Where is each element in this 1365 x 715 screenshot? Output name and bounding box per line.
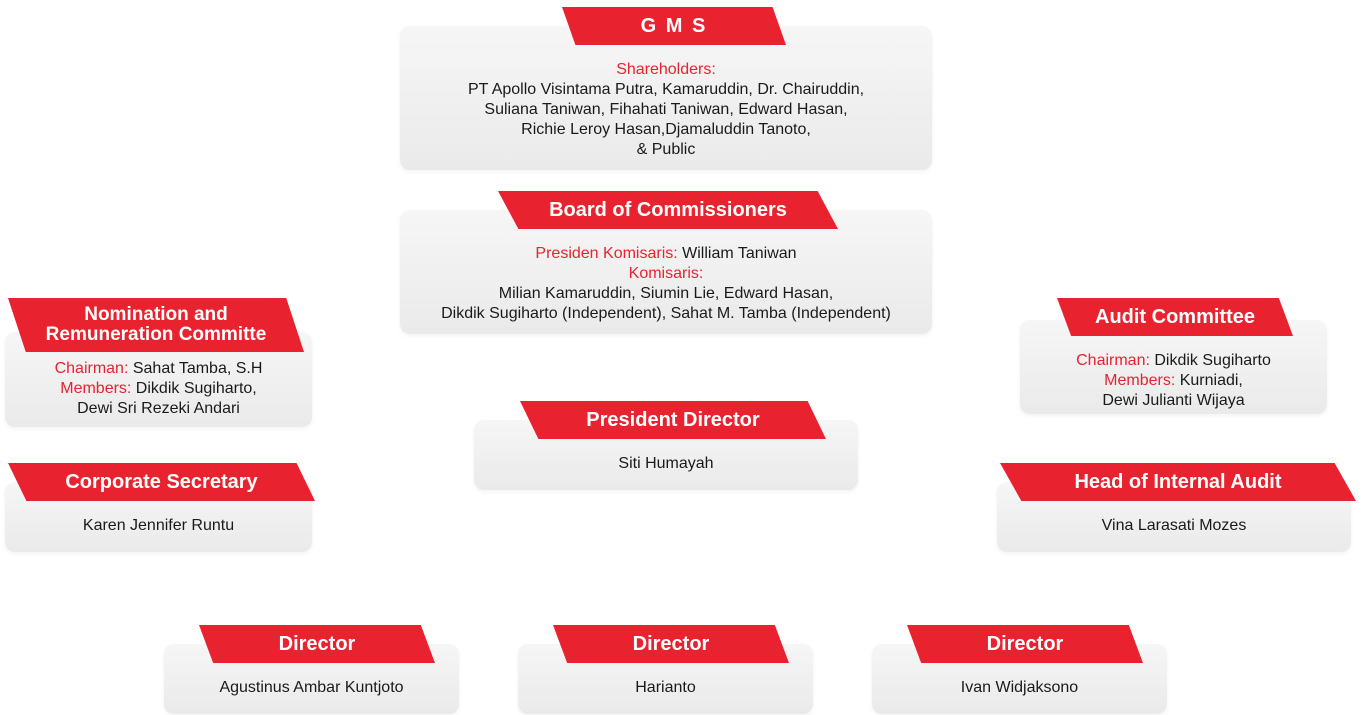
audit-members-line-2: Dewi Julianti Wijaya	[1102, 392, 1245, 409]
director-name-3: Ivan Widjaksono	[960, 679, 1079, 696]
director-banner-2: Director	[553, 625, 789, 663]
nomination-committee-banner: Nomination and Remuneration Committe	[8, 298, 304, 352]
commissioners-label: Komisaris:	[628, 265, 704, 282]
president-commissioner-label: Presiden Komisaris:	[535, 245, 678, 262]
shareholders-line-1: PT Apollo Visintama Putra, Kamaruddin, D…	[467, 81, 865, 98]
audit-chairman-name: Dikdik Sugiharto	[1149, 352, 1271, 369]
nomination-chairman-label: Chairman:	[54, 360, 129, 377]
gms-card: Shareholders: PT Apollo Visintama Putra,…	[400, 26, 932, 170]
director-name-2: Harianto	[635, 679, 696, 696]
audit-members-label: Members:	[1104, 372, 1176, 389]
nomination-title-line-1: Nomination and	[84, 304, 228, 325]
shareholders-label: Shareholders:	[616, 61, 716, 78]
board-of-commissioners-card: Presiden Komisaris: William Taniwan Komi…	[400, 210, 932, 334]
shareholders-line-3: Richie Leroy Hasan,Djamaluddin Tanoto,	[521, 121, 811, 138]
nomination-title-line-2: Remuneration Committe	[45, 324, 267, 345]
nomination-members-label: Members:	[60, 380, 132, 397]
audit-chairman-label: Chairman:	[1076, 352, 1150, 369]
director-banner-1: Director	[199, 625, 435, 663]
internal-audit-name: Vina Larasati Mozes	[1101, 517, 1247, 534]
corporate-secretary-name: Karen Jennifer Runtu	[82, 517, 235, 534]
president-director-name: Siti Humayah	[618, 455, 714, 472]
corporate-secretary-banner: Corporate Secretary	[8, 463, 315, 501]
director-name-1: Agustinus Ambar Kuntjoto	[219, 679, 404, 696]
commissioners-line-1: Milian Kamaruddin, Siumin Lie, Edward Ha…	[498, 285, 834, 302]
nomination-members-line-2: Dewi Sri Rezeki Andari	[77, 400, 240, 417]
shareholders-line-2: Suliana Taniwan, Fihahati Taniwan, Edwar…	[484, 101, 848, 118]
audit-members-line-1: Kurniadi,	[1175, 372, 1243, 389]
board-of-commissioners-banner: Board of Commissioners	[498, 191, 838, 229]
president-commissioner-name: William Taniwan	[677, 245, 797, 262]
audit-committee-banner: Audit Committee	[1057, 298, 1293, 336]
nomination-members-line-1: Dikdik Sugiharto,	[131, 380, 257, 397]
internal-audit-banner: Head of Internal Audit	[1000, 463, 1356, 501]
shareholders-line-4: & Public	[636, 141, 696, 158]
director-banner-3: Director	[907, 625, 1143, 663]
nomination-chairman-name: Sahat Tamba, S.H	[128, 360, 263, 377]
president-director-banner: President Director	[520, 401, 826, 439]
gms-banner: G M S	[562, 7, 786, 45]
commissioners-line-2: Dikdik Sugiharto (Independent), Sahat M.…	[441, 305, 891, 322]
